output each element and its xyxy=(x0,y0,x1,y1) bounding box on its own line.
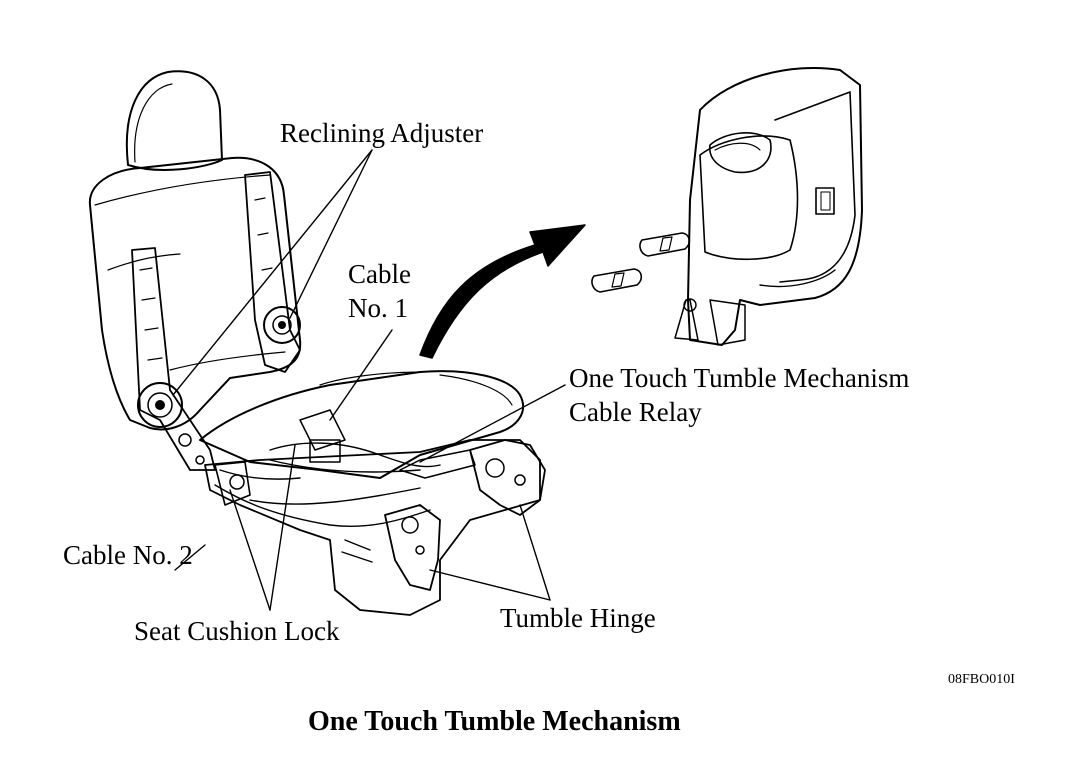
headrest xyxy=(125,70,223,171)
seatback xyxy=(88,156,302,431)
figure-caption: One Touch Tumble Mechanism xyxy=(308,706,681,737)
label-seat-cushion-lock: Seat Cushion Lock xyxy=(134,616,340,646)
leader-lines xyxy=(172,149,566,611)
label-tumble-hinge: Tumble Hinge xyxy=(500,603,656,633)
label-tumble-mechanism-line1: One Touch Tumble Mechanism xyxy=(569,363,910,393)
label-tumble-mechanism-line2: Cable Relay xyxy=(569,397,702,427)
seat-illustration xyxy=(88,70,546,616)
label-cable-no1-line1: Cable xyxy=(348,259,411,289)
tumble-hinge-rear xyxy=(384,504,441,591)
right-recliner-bracket xyxy=(244,171,301,373)
tumble-direction-arrow xyxy=(419,224,586,359)
floor-striker-plate xyxy=(591,268,643,293)
figure-code: 08FBO010I xyxy=(948,672,1015,687)
tumbled-seat-illustration xyxy=(591,66,863,346)
label-reclining-adjuster: Reclining Adjuster xyxy=(280,118,484,148)
seat-cushion xyxy=(199,370,525,479)
label-cable-no1-line2: No. 1 xyxy=(348,293,408,323)
floor-striker-plate xyxy=(639,232,691,257)
tumble-hinge-front xyxy=(469,439,546,516)
seat-frame xyxy=(204,439,541,616)
label-cable-no2: Cable No. 2 xyxy=(63,540,193,570)
left-recliner-bracket xyxy=(131,247,216,471)
